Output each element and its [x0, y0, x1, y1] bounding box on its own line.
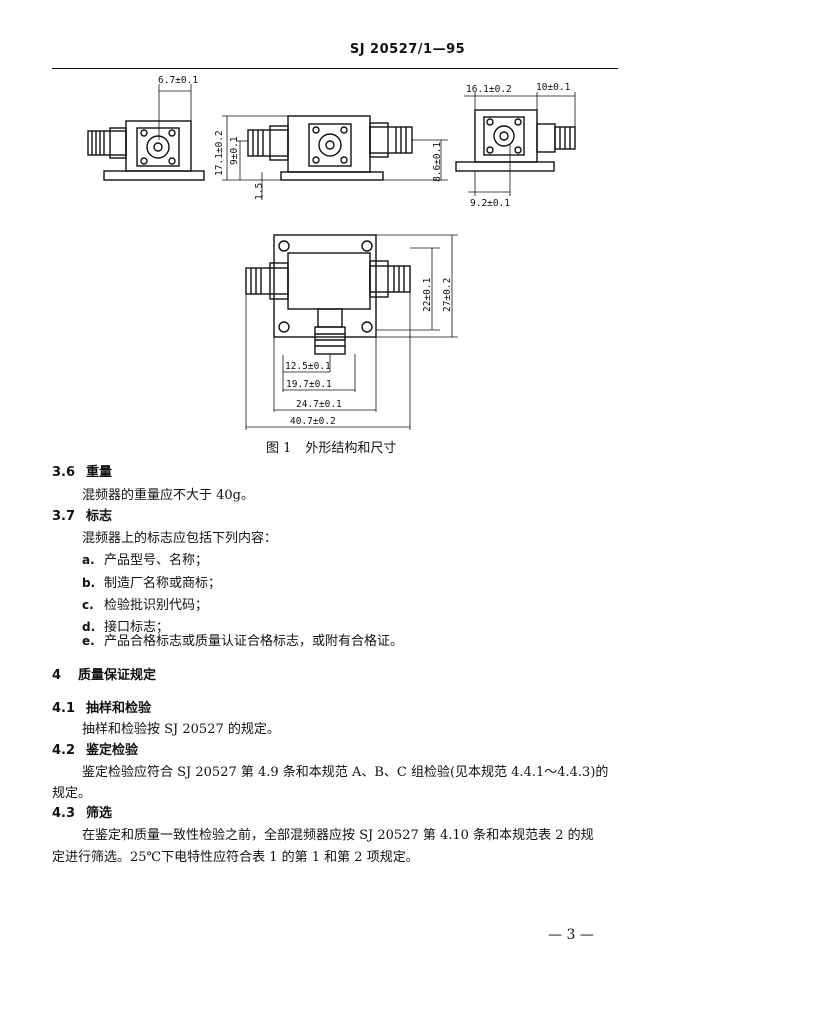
- figure-number: 图 1: [266, 441, 292, 456]
- section-4-1-body: 抽样和检验按 SJ 20527 的规定。: [82, 722, 280, 737]
- section-4-2-body-line2: 规定。: [52, 786, 92, 801]
- dim-side-bottom: 9.2±0.1: [470, 198, 510, 209]
- dim-plan-w1: 12.5±0.1: [285, 361, 331, 372]
- list-item: d.接口标志；: [82, 620, 170, 635]
- section-title: 筛选: [86, 806, 113, 821]
- dim-top-width: 6.7±0.1: [158, 75, 198, 86]
- front-view-middle: [222, 115, 448, 200]
- section-4-2-body-line1: 鉴定检验应符合 SJ 20527 第 4.9 条和本规范 A、B、C 组检验(见…: [82, 765, 609, 780]
- dim-plan-w2: 19.7±0.1: [286, 379, 332, 390]
- dim-plan-w3: 24.7±0.1: [296, 399, 342, 410]
- dim-height-inner: 9±0.1: [229, 136, 240, 165]
- section-title: 标志: [86, 509, 113, 524]
- section-4-2-heading: 4.2 鉴定检验: [52, 739, 138, 758]
- section-4-3-body-line1: 在鉴定和质量一致性检验之前，全部混频器应按 SJ 20527 第 4.10 条和…: [82, 828, 594, 843]
- section-number: 4.1: [52, 701, 76, 716]
- section-title: 鉴定检验: [86, 743, 139, 758]
- section-title: 抽样和检验: [86, 701, 152, 716]
- list-item: c.检验批识别代码；: [82, 598, 209, 613]
- section-4-3-body-line2: 定进行筛选。25℃下电特性应符合表 1 的第 1 和第 2 项规定。: [52, 850, 419, 865]
- section-4-heading: 4 质量保证规定: [52, 664, 156, 683]
- section-4-3-heading: 4.3 筛选: [52, 802, 112, 821]
- list-item: b.制造厂名称或商标；: [82, 576, 222, 591]
- header-rule: [52, 68, 618, 69]
- dim-plan-h-inner: 22±0.1: [422, 277, 433, 312]
- dim-plan-h-outer: 27±0.2: [442, 278, 453, 312]
- section-title: 质量保证规定: [78, 668, 157, 683]
- dim-side-right: 10±0.1: [536, 82, 571, 93]
- plan-view: [245, 234, 458, 430]
- document-header: SJ 20527/1—95: [349, 42, 466, 57]
- list-item: a.产品型号、名称；: [82, 553, 209, 568]
- section-3-7-intro: 混频器上的标志应包括下列内容：: [82, 531, 278, 546]
- section-number: 3.6: [52, 465, 76, 480]
- dim-right-height: 8.6±0.1: [432, 142, 443, 182]
- figure-title: 外形结构和尺寸: [305, 441, 397, 456]
- figure-drawings: 6.7±0.1 17.1±0.2 9±0.1 1.5 8.6±0.1: [87, 75, 576, 430]
- dim-plan-w4: 40.7±0.2: [290, 416, 336, 427]
- list-item: e.产品合格标志或质量认证合格标志，或附有合格证。: [82, 634, 404, 649]
- section-number: 3.7: [52, 509, 76, 524]
- section-number: 4: [52, 668, 62, 683]
- figure-caption: 图 1 外形结构和尺寸: [266, 437, 410, 456]
- side-view: [455, 92, 576, 196]
- dim-base-offset: 1.5: [254, 183, 265, 200]
- dim-height-total: 17.1±0.2: [214, 130, 225, 176]
- section-3-6-heading: 3.6 重量: [52, 461, 112, 480]
- section-number: 4.3: [52, 806, 76, 821]
- section-title: 重量: [86, 465, 113, 480]
- dim-side-width: 16.1±0.2: [466, 84, 512, 95]
- page-number: — 3 —: [548, 927, 594, 943]
- section-3-7-heading: 3.7 标志: [52, 505, 112, 524]
- section-3-6-body: 混频器的重量应不大于 40g。: [82, 488, 254, 503]
- section-number: 4.2: [52, 743, 76, 758]
- front-view-left: [87, 84, 205, 181]
- section-4-1-heading: 4.1 抽样和检验: [52, 697, 151, 716]
